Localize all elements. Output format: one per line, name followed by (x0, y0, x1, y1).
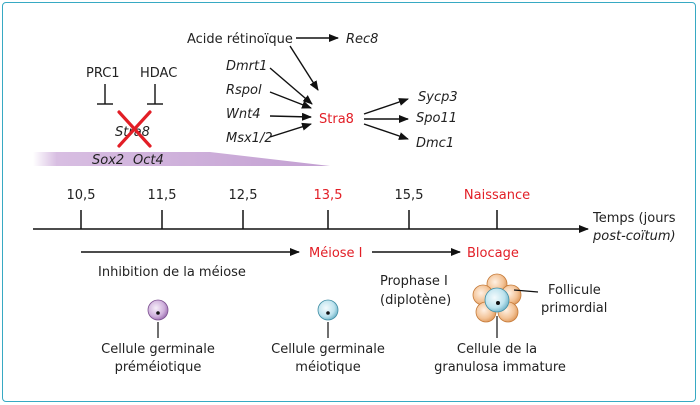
regulator-dmrt1: Dmrt1 (226, 59, 267, 74)
follicle-label-line2: primordial (541, 301, 607, 316)
blocage-label: Blocage (467, 246, 519, 261)
tick-label-10-5: 10,5 (67, 188, 96, 203)
timeline-ticks (80, 210, 498, 229)
prophase-label-line1: Prophase I (380, 274, 448, 289)
regulator-rspol: Rspol (226, 83, 262, 98)
regulator-wnt4: Wnt4 (226, 107, 260, 122)
tick-label-12-5: 12,5 (229, 188, 258, 203)
band-label-sox2: Sox2 (92, 153, 124, 168)
tick-label-naissance: Naissance (464, 188, 530, 203)
target-spo11: Spo11 (416, 111, 457, 126)
arrow-ra-to-stra8 (289, 45, 319, 91)
pluripotency-band (33, 152, 330, 166)
hdac-label: HDAC (140, 66, 177, 81)
premeiotic-label-line1: Cellule germinale (101, 342, 215, 357)
target-dmc1: Dmc1 (416, 136, 454, 151)
inhibition-label: Inhibition de la méiose (98, 265, 246, 280)
regulator-msx12: Msx1/2 (226, 131, 273, 146)
regulator-labels: Dmrt1 Rspol Wnt4 Msx1/2 (226, 59, 273, 146)
inhibition-bars (97, 84, 163, 105)
premeiotic-cell-icon (147, 299, 169, 338)
tick-label-13-5: 13,5 (314, 188, 343, 203)
meiotic-label-line1: Cellule germinale (271, 342, 385, 357)
band-label-oct4: Oct4 (133, 153, 164, 168)
stra8-target-arrows (363, 98, 409, 140)
rec8-label: Rec8 (346, 32, 378, 47)
retinoic-acid-label: Acide rétinoïque (187, 32, 293, 47)
target-sycp3: Sycp3 (418, 90, 458, 105)
primordial-follicle-icon (472, 273, 539, 338)
red-cross-icon (117, 110, 152, 148)
meiotic-label-line2: méiotique (295, 360, 360, 375)
timeline-tick-labels: 10,5 11,5 12,5 13,5 15,5 Naissance (67, 188, 531, 203)
stra8-label: Stra8 (319, 112, 354, 127)
follicle-label-line1: Follicule (548, 283, 601, 298)
diagram-frame (2, 2, 696, 402)
axis-label-line1: Temps (jours (592, 211, 676, 226)
prophase-label-line2: (diplotène) (380, 293, 451, 308)
meiose-label: Méiose I (309, 246, 363, 261)
premeiotic-label-line2: préméiotique (115, 360, 202, 375)
tick-label-11-5: 11,5 (148, 188, 177, 203)
regulator-arrows (269, 67, 313, 138)
meiotic-cell-icon (317, 299, 339, 338)
prc1-label: PRC1 (86, 66, 120, 81)
granulosa-label-line1: Cellule de la (457, 342, 537, 357)
axis-label-line2: post-coïtum) (592, 229, 676, 244)
tick-label-15-5: 15,5 (395, 188, 424, 203)
granulosa-label-line2: granulosa immature (434, 360, 566, 375)
